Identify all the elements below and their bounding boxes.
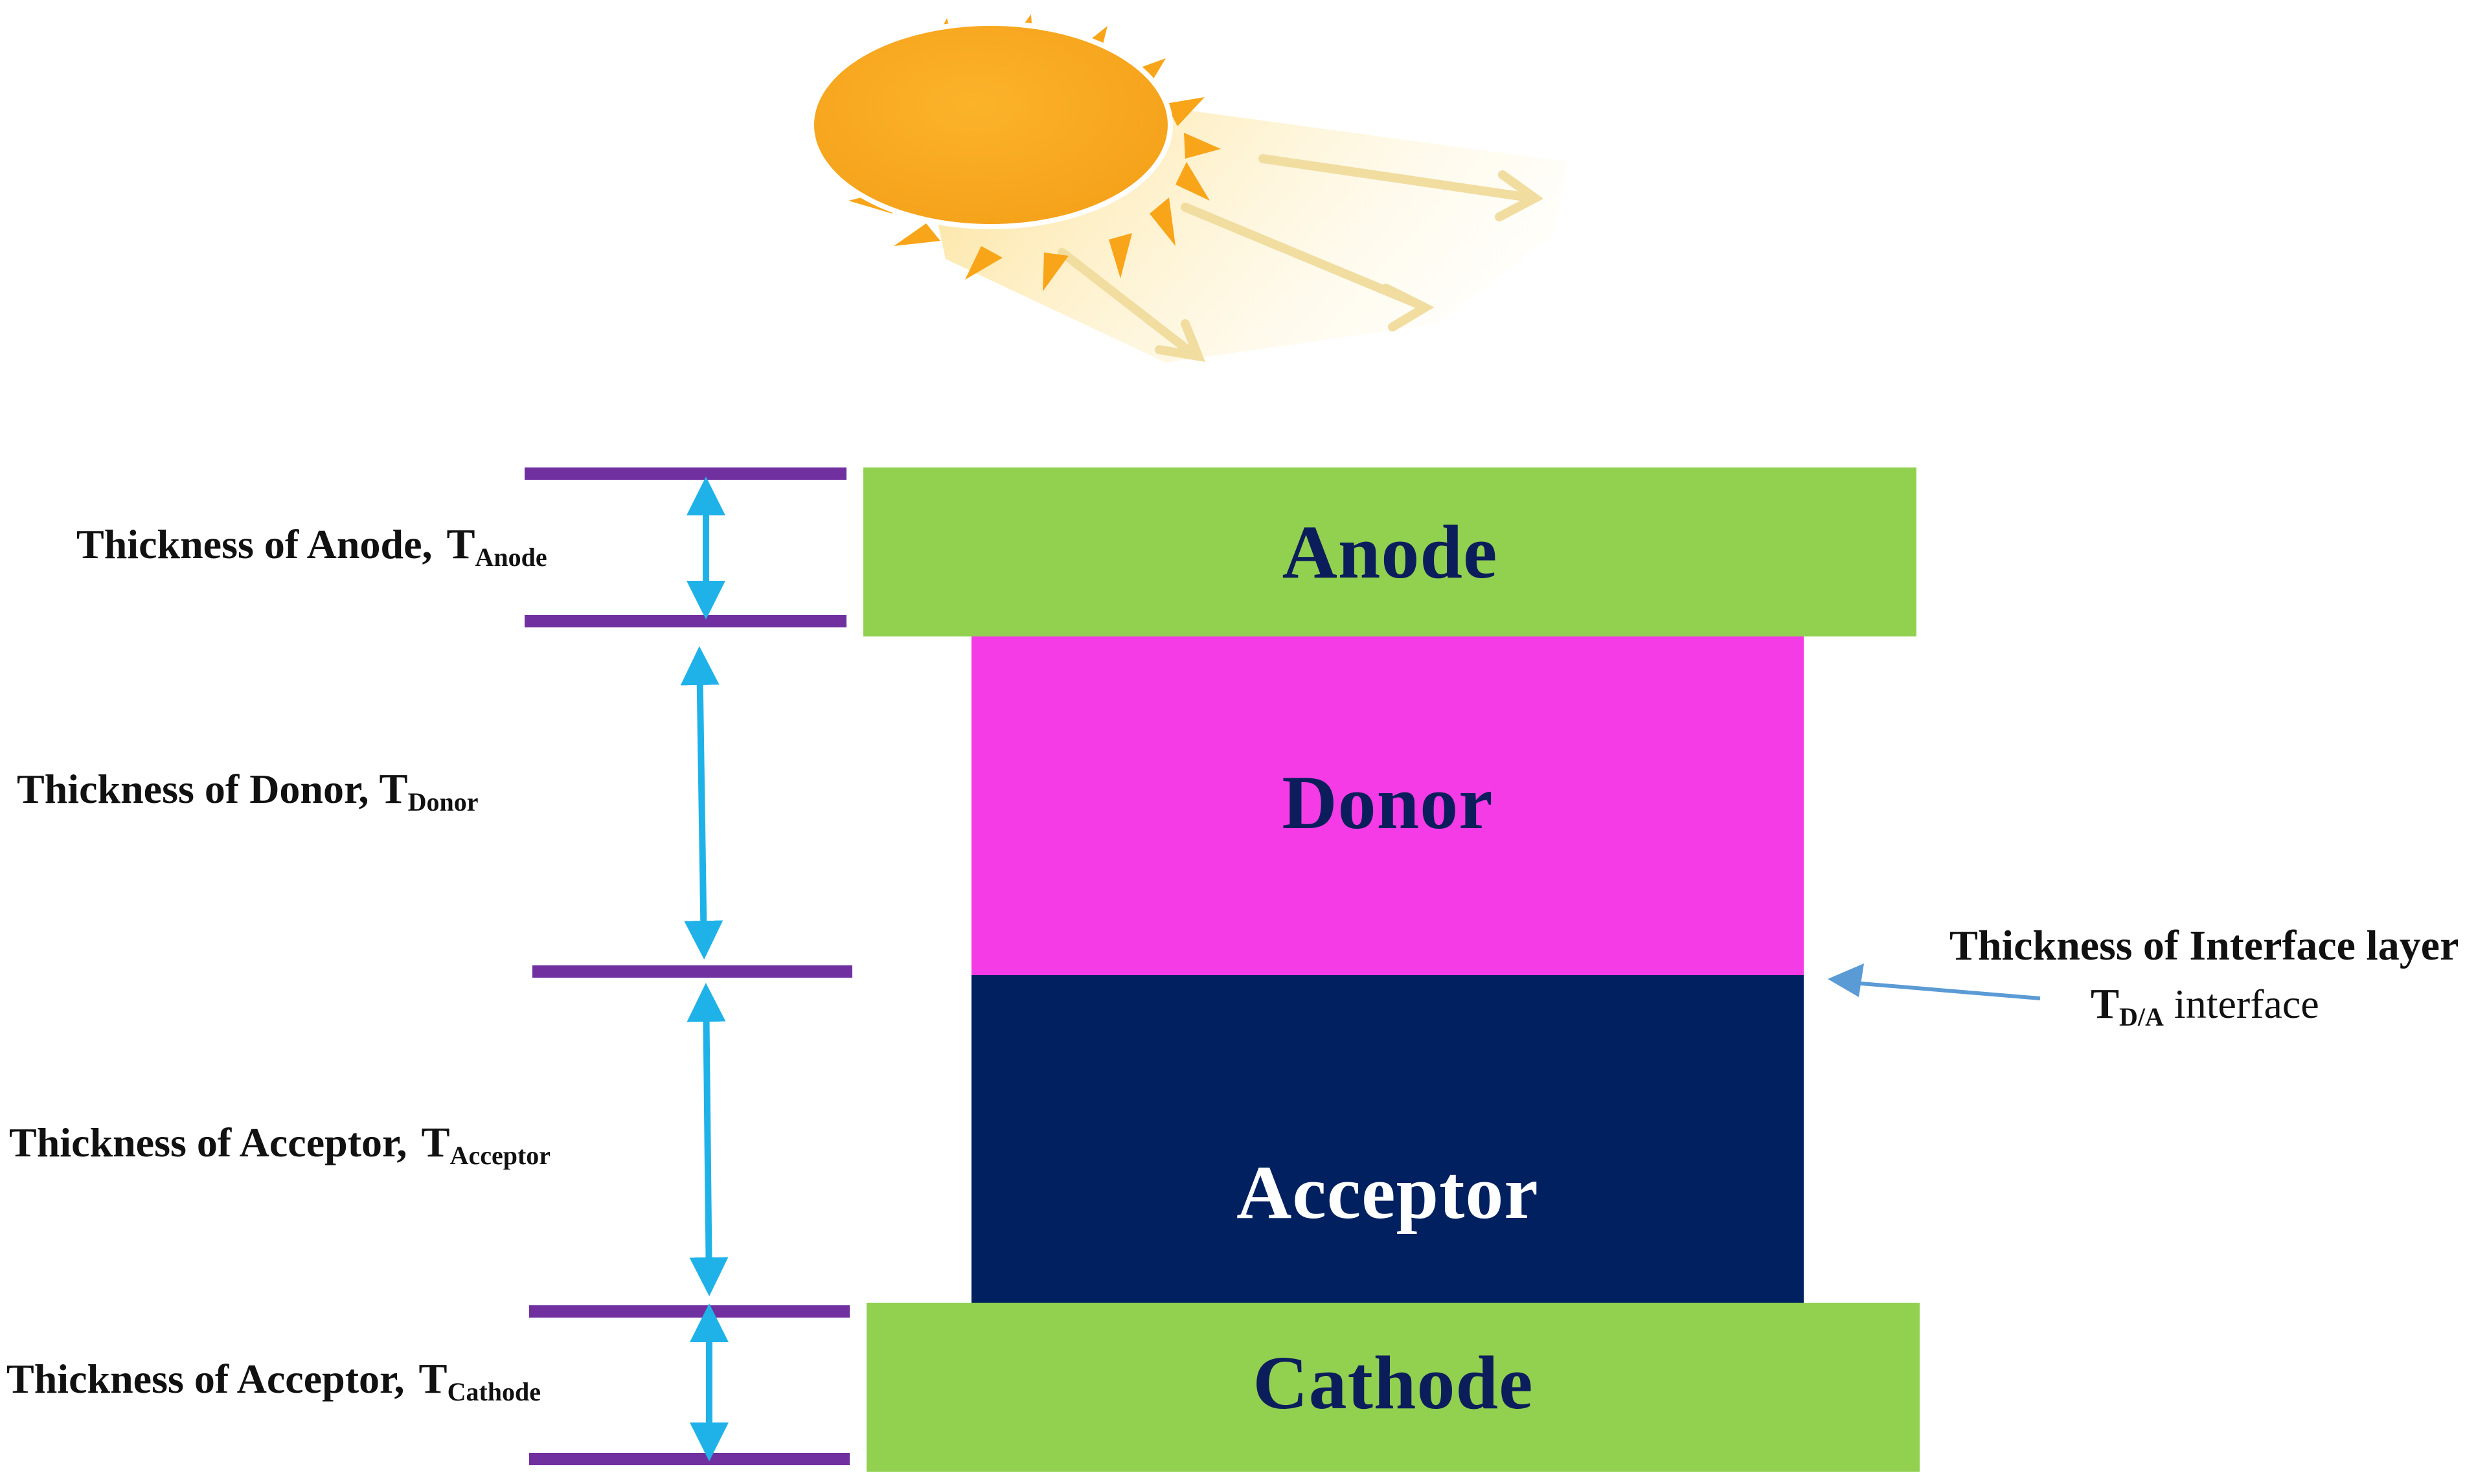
sun-core	[809, 21, 1173, 229]
donor-thickness-arrow	[680, 646, 723, 960]
interface-symbol: T	[2091, 980, 2120, 1028]
interface-thickness-title: Thickness of Interface layer	[1949, 922, 2459, 969]
acceptor-thickness-label: Thickness of Acceptor, TAcceptor	[9, 1121, 551, 1169]
cathode-thickness-symbol: T	[418, 1355, 448, 1402]
cathode-thickness-subscript: Cathode	[447, 1377, 541, 1406]
cathode-thickness-label: Thickness of Acceptor, TCathode	[6, 1358, 541, 1405]
donor-layer-label: Donor	[1282, 759, 1494, 845]
anode-bottom-boundary	[525, 615, 846, 627]
cathode-layer: Cathode	[867, 1303, 1920, 1472]
donor-thickness-text: Thickness of Donor,	[17, 766, 369, 812]
donor-bottom-boundary	[532, 965, 852, 978]
anode-thickness-symbol: T	[446, 521, 475, 568]
interface-pointer-arrow	[1828, 963, 2041, 1000]
cathode-layer-label: Cathode	[1253, 1340, 1534, 1425]
interface-thickness-symbol-line: TD/A interface	[2091, 983, 2319, 1030]
donor-thickness-symbol: T	[379, 765, 408, 813]
light-ray-arrows	[1058, 154, 1544, 362]
donor-thickness-subscript: Donor	[407, 787, 479, 816]
cathode-thickness-text: Thickness of Acceptor,	[6, 1356, 405, 1402]
cathode-bottom-boundary	[529, 1453, 850, 1465]
anode-thickness-subscript: Anode	[475, 543, 547, 572]
anode-top-boundary	[525, 467, 846, 480]
cathode-top-boundary	[529, 1305, 850, 1318]
donor-thickness-label: Thickness of Donor,TDonor	[17, 768, 478, 815]
dimension-arrows	[680, 477, 729, 1461]
acceptor-layer: Acceptor	[971, 975, 1804, 1303]
interface-subscript: D/A	[2119, 1002, 2164, 1031]
anode-layer-label: Anode	[1282, 509, 1498, 594]
acceptor-thickness-text: Thickness of Acceptor,	[9, 1119, 407, 1165]
acceptor-thickness-symbol: T	[421, 1119, 450, 1166]
sun-icon	[809, 14, 1567, 363]
acceptor-thickness-arrow	[687, 983, 729, 1296]
anode-thickness-text: Thickness of Anode,	[76, 521, 433, 567]
acceptor-thickness-subscript: Acceptor	[449, 1141, 551, 1170]
anode-layer: Anode	[863, 467, 1916, 636]
acceptor-layer-label: Acceptor	[1236, 1150, 1539, 1235]
interface-suffix: interface	[2163, 981, 2319, 1027]
layer-boundary-lines	[525, 467, 852, 1465]
anode-thickness-label: Thickness of Anode, TAnode	[76, 523, 547, 570]
donor-layer: Donor	[971, 636, 1804, 975]
